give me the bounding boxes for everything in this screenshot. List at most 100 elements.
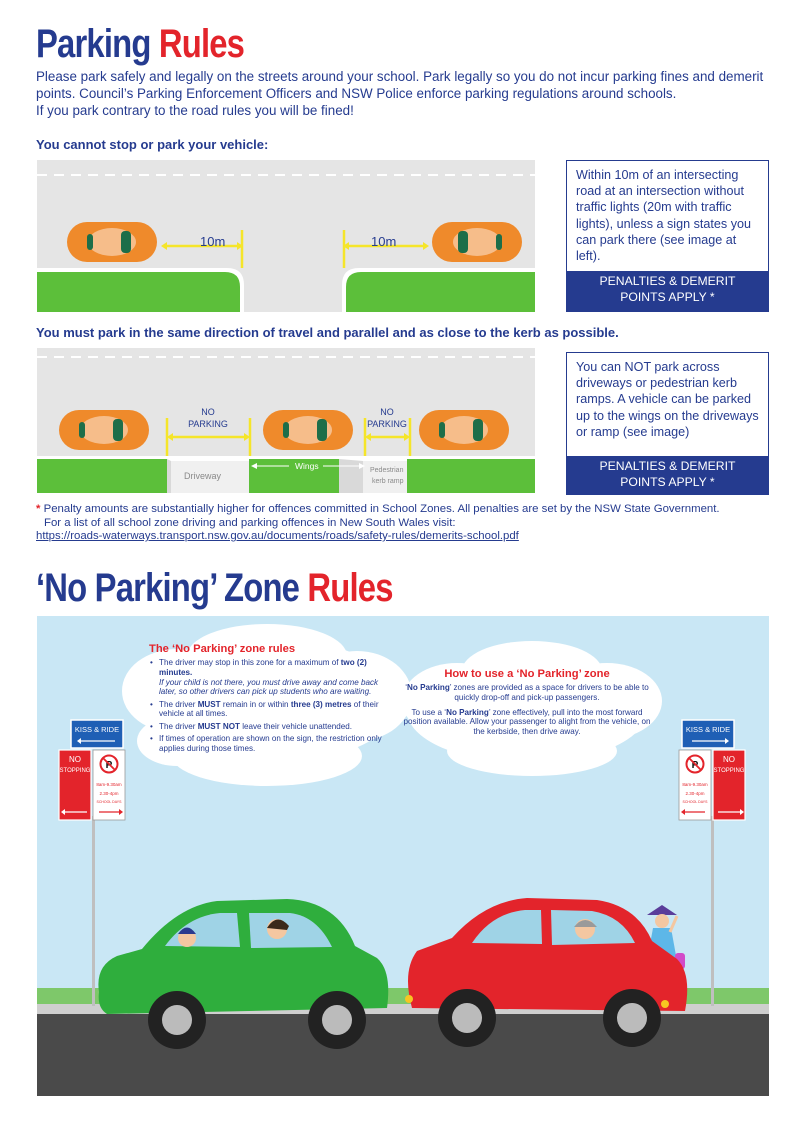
no-parking-rules-cloud: The ‘No Parking’ zone rules The driver m… [149,643,394,756]
no-label-right: NO [723,755,735,764]
no-parking-label-1b: PARKING [188,419,228,429]
time2-label-left: 2.30-4pm [99,791,118,796]
distance-label-left: 10m [200,234,225,249]
p1-quote: ‘ [405,683,408,692]
p1-text: ’ zones are provided as a space for driv… [449,683,649,702]
penalties-line-1: PENALTIES & DEMERIT [599,274,736,288]
parking-rules-title: Parking Rules [36,22,245,67]
no-parking-sign-left: P 8am-9.30am 2.30-4pm SCHOOL DAYS [92,749,126,821]
title-word-parking: Parking [36,22,151,66]
no-parking-label-1a: NO [201,407,215,417]
cloud1-heading: The ‘No Parking’ zone rules [149,643,296,655]
rule2-bold-a: MUST [197,699,221,709]
red-car [405,898,688,1047]
wings-arrow [251,463,365,469]
driveway-info-text: You can NOT park across driveways or ped… [576,360,759,439]
rule3-bold: MUST NOT [197,721,240,731]
p2-text-a: To use a ‘ [411,707,447,717]
driveway-surface [171,461,253,493]
driveway-label: Driveway [184,471,222,481]
title-words-no-parking-zone: ‘No Parking’ Zone [36,566,300,610]
penalties-line-2: POINTS APPLY * [620,289,715,304]
no-parking-label-2b: PARKING [367,419,407,429]
no-parking-sign-right: P 8am-9.30am 2.30-4pm SCHOOL DAYS [678,749,712,821]
demerits-school-link[interactable]: https://roads-waterways.transport.nsw.go… [36,530,519,542]
p2-text-b: ’ zone effectively, pull into the most f… [403,707,651,737]
footnote-line-2: For a list of all school zone driving an… [44,516,456,529]
no-parking-zone-title: ‘No Parking’ Zone Rules [36,566,393,611]
intro-line-1: Please park safely and legally on the st… [36,69,764,101]
no-stopping-sign-right: NO STOPPING [712,749,746,821]
rule1-text: The driver may stop in this zone for a m… [159,658,341,667]
rule1-italic: If your child is not there, you must dri… [159,677,379,697]
rule3-text-b: leave their vehicle unattended. [239,721,352,731]
time1-label-right: 8am-9.30am [682,782,708,787]
grass-strip-1 [37,459,167,493]
intro-line-2: If you park contrary to the road rules y… [36,103,354,118]
time1-label-left: 8am-9.30am [96,782,122,787]
cloud-right [402,641,662,776]
cannot-stop-subheading: You cannot stop or park your vehicle: [36,137,269,152]
distance-marker-left [161,230,244,268]
cloud1-rule-3: The driver MUST NOT leave their vehicle … [149,722,394,732]
grass-strip-3 [407,459,535,493]
top-view-car-4 [263,410,353,450]
top-view-car-2 [432,222,522,262]
grass-verge-right [346,272,535,312]
kiss-ride-label-left: KISS & RIDE [75,725,119,734]
distance-marker-right [342,230,429,268]
kerb [37,1004,769,1014]
top-view-car-1 [67,222,157,262]
school-days-label-right: SCHOOL DAYS [683,800,709,804]
pedestrian-label-1: Pedestrian [370,467,404,474]
title-word-rules: Rules [158,22,245,66]
penalty-footnote: * Penalty amounts are substantially high… [36,503,776,544]
top-view-car-5 [419,410,509,450]
cloud1-rules-list: The driver may stop in this zone for a m… [149,658,394,754]
footnote-line-1: Penalty amounts are substantially higher… [40,503,720,515]
distance-label-right: 10m [371,234,396,249]
no-parking-marker-2 [363,418,412,456]
p-label-right: P [692,760,699,771]
intro-paragraph: Please park safely and legally on the st… [36,68,776,119]
grass-strip-2 [249,459,339,493]
rule2-text-a: The driver [159,699,198,709]
no-parking-label-2a: NO [380,407,394,417]
penalties-line-2: POINTS APPLY * [620,474,715,489]
wings-label: Wings [295,461,319,471]
pedestrian-label-2: kerb ramp [372,478,404,485]
footnote-star: * [36,503,41,515]
cloud2-para-2: To use a ‘No Parking’ zone effectively, … [397,708,657,737]
kiss-ride-sign-left: KISS & RIDE [70,719,124,749]
how-to-use-cloud: How to use a ‘No Parking’ zone ‘No Parki… [397,668,657,742]
intersection-diagram-svg: 10m 10m [37,174,535,312]
top-view-car-3 [59,410,149,450]
no-parking-zone-illustration: KISS & RIDE NO STOPPING P 8am-9.30am 2.3… [37,616,769,1096]
rule2-text-b: remain in or within [220,699,291,709]
driveway-diagram-svg: Driveway Wings Pedestrian kerb ramp NO P… [37,356,535,493]
no-label-left: NO [69,755,81,764]
kiss-ride-sign-right: KISS & RIDE [681,719,735,749]
intersection-info-box: Within 10m of an intersecting road at an… [566,160,769,312]
cloud2-heading: How to use a ‘No Parking’ zone [444,668,610,680]
cloud1-rule-2: The driver MUST remain in or within thre… [149,700,394,720]
title-word-rules-2: Rules [307,566,393,610]
no-parking-marker-1 [165,418,252,456]
p2-bold: No Parking [446,707,489,717]
stopping-label-left: STOPPING [60,768,91,774]
green-car [98,899,389,1049]
intersection-diagram: 10m 10m [37,160,535,312]
same-direction-subheading: You must park in the same direction of t… [36,325,619,340]
stopping-label-right: STOPPING [714,768,745,774]
cloud2-para-1: ‘No Parking’ zones are provided as a spa… [397,683,657,703]
no-stopping-sign-left: NO STOPPING [58,749,92,821]
rule1-bold: two (2) minutes. [159,658,367,677]
intersection-info-text: Within 10m of an intersecting road at an… [576,168,752,264]
penalties-line-1: PENALTIES & DEMERIT [599,459,736,473]
p1-bold: No Parking [407,683,450,692]
kiss-ride-label-right: KISS & RIDE [686,725,730,734]
penalties-banner-1: PENALTIES & DEMERIT POINTS APPLY * [567,271,768,311]
rule3-text-a: The driver [159,721,198,731]
rule2-text-c: of their vehicle at all times. [159,699,379,719]
p-label-left: P [106,760,113,771]
